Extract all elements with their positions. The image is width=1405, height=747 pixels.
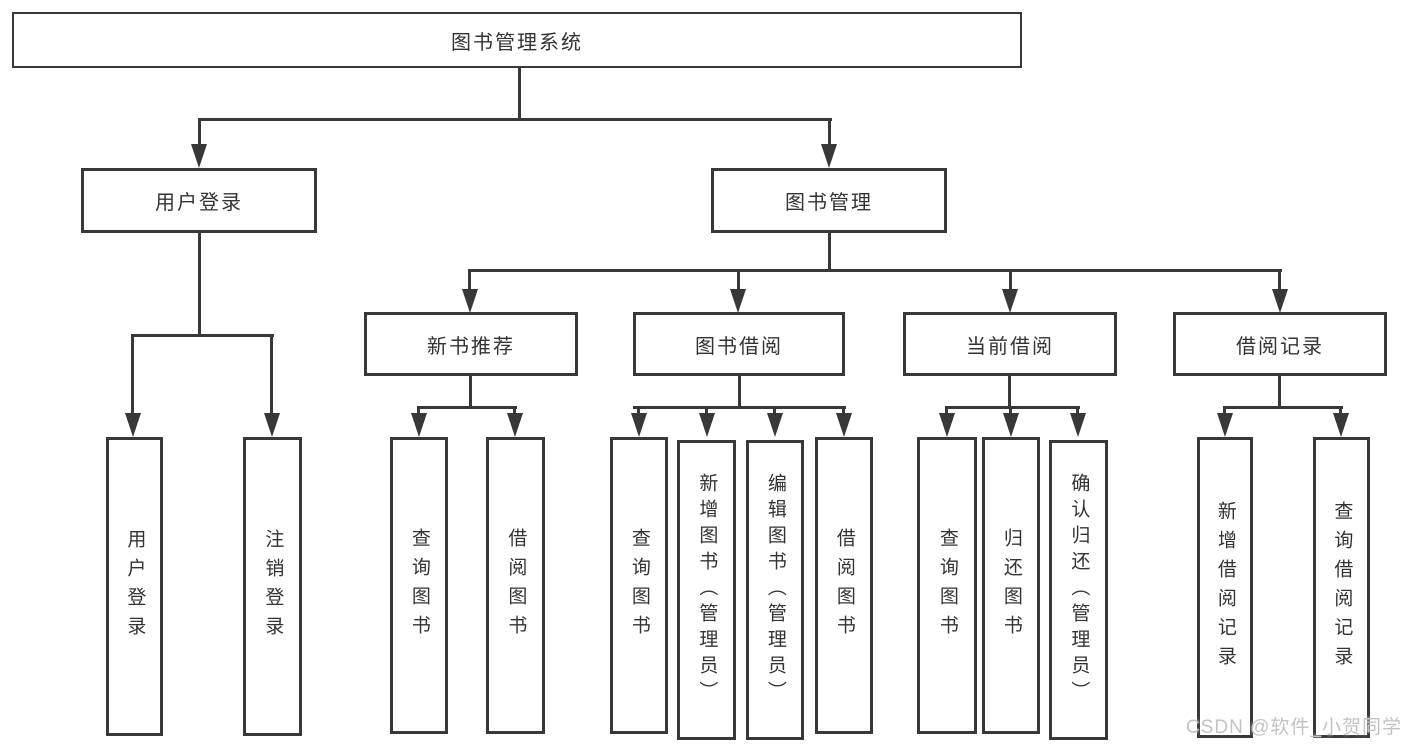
arrow-down-icon (939, 413, 955, 437)
connector-line (1278, 269, 1281, 291)
connector-line (1223, 406, 1226, 416)
arrow-down-icon (730, 289, 746, 313)
node-label: 图书管理 (785, 192, 873, 214)
node-borrow-books-recommend: 借阅图书 (486, 437, 545, 734)
connector-line (417, 406, 420, 416)
node-label: 新书推荐 (427, 335, 515, 358)
connector-line (842, 406, 845, 416)
arrow-down-icon (1333, 413, 1349, 437)
node-label: 编辑图书（管理员） (764, 473, 786, 707)
node-user-login: 用户登录 (81, 168, 317, 233)
arrow-down-icon (1217, 413, 1233, 437)
node-login-action: 用户登录 (106, 437, 163, 736)
arrow-down-icon (462, 289, 478, 313)
node-label: 查询图书 (936, 527, 958, 644)
arrow-down-icon (1070, 413, 1086, 437)
node-query-borrow-record: 查询借阅记录 (1313, 437, 1370, 738)
node-add-book-admin: 新增图书（管理员） (677, 440, 736, 740)
connector-line (828, 233, 831, 272)
node-borrowing-records: 借阅记录 (1173, 312, 1387, 376)
node-borrow-books-borrowing: 借阅图书 (815, 437, 873, 734)
arrow-down-icon (264, 413, 280, 437)
node-label: 图书借阅 (695, 335, 783, 358)
arrow-down-icon (1003, 413, 1019, 437)
node-confirm-return-admin: 确认归还（管理员） (1049, 440, 1108, 740)
node-return-book: 归还图书 (982, 437, 1040, 734)
node-label: 归还图书 (1000, 527, 1022, 644)
connector-line (1008, 376, 1011, 409)
connector-line (1339, 406, 1342, 416)
connector-line (1223, 406, 1343, 409)
node-label: 注销登录 (262, 528, 284, 645)
node-new-book-recommend: 新书推荐 (364, 312, 578, 376)
arrow-down-icon (507, 413, 523, 437)
connector-line (131, 334, 134, 416)
connector-line (518, 68, 521, 120)
connector-line (270, 334, 273, 416)
node-label: 借阅记录 (1236, 335, 1324, 358)
connector-line (198, 118, 832, 121)
node-label: 用户登录 (155, 192, 243, 214)
node-label: 确认归还（管理员） (1068, 473, 1090, 707)
node-query-books-current: 查询图书 (917, 437, 977, 734)
arrow-down-icon (191, 144, 207, 168)
connector-line (633, 406, 846, 409)
arrow-down-icon (767, 413, 783, 437)
node-label: 当前借阅 (966, 335, 1054, 358)
node-logout-action: 注销登录 (243, 437, 302, 736)
node-label: 新增借阅记录 (1214, 500, 1236, 675)
connector-line (945, 406, 948, 416)
connector-line (1009, 269, 1012, 291)
connector-line (1278, 376, 1281, 409)
node-library-management-system: 图书管理系统 (12, 12, 1022, 68)
connector-line (637, 406, 640, 416)
connector-line (513, 406, 516, 416)
connector-line (469, 376, 472, 409)
connector-line (738, 376, 741, 409)
connector-line (198, 233, 201, 337)
connector-line (705, 406, 708, 416)
connector-line (1009, 406, 1012, 416)
node-label: 用户登录 (124, 528, 146, 645)
node-book-management: 图书管理 (711, 168, 947, 233)
connector-line (468, 269, 471, 291)
node-label: 查询图书 (628, 527, 650, 644)
arrow-down-icon (1002, 289, 1018, 313)
node-query-books-recommend: 查询图书 (390, 437, 448, 734)
connector-line (737, 269, 740, 291)
connector-line (1076, 406, 1079, 416)
arrow-down-icon (631, 413, 647, 437)
node-label: 图书管理系统 (451, 31, 583, 54)
node-current-borrowing: 当前借阅 (903, 312, 1117, 376)
connector-line (773, 406, 776, 416)
arrow-down-icon (125, 413, 141, 437)
node-label: 借阅图书 (833, 527, 855, 644)
node-query-books-borrowing: 查询图书 (610, 437, 668, 734)
node-book-borrowing: 图书借阅 (633, 312, 845, 376)
connector-line (945, 406, 1080, 409)
node-label: 查询图书 (408, 527, 430, 644)
connector-line (132, 334, 274, 337)
csdn-watermark: CSDN @软件_小贺同学 (1186, 717, 1402, 738)
arrow-down-icon (836, 413, 852, 437)
node-label: 新增图书（管理员） (696, 473, 718, 707)
connector-line (469, 269, 1282, 272)
node-label: 查询借阅记录 (1331, 500, 1353, 675)
arrow-down-icon (1272, 289, 1288, 313)
arrow-down-icon (699, 413, 715, 437)
arrow-down-icon (821, 144, 837, 168)
connector-line (198, 118, 201, 146)
connector-line (828, 118, 831, 146)
arrow-down-icon (411, 413, 427, 437)
node-add-borrow-record: 新增借阅记录 (1197, 437, 1253, 738)
node-label: 借阅图书 (505, 527, 527, 644)
node-edit-book-admin: 编辑图书（管理员） (746, 440, 804, 740)
connector-line (418, 406, 517, 409)
